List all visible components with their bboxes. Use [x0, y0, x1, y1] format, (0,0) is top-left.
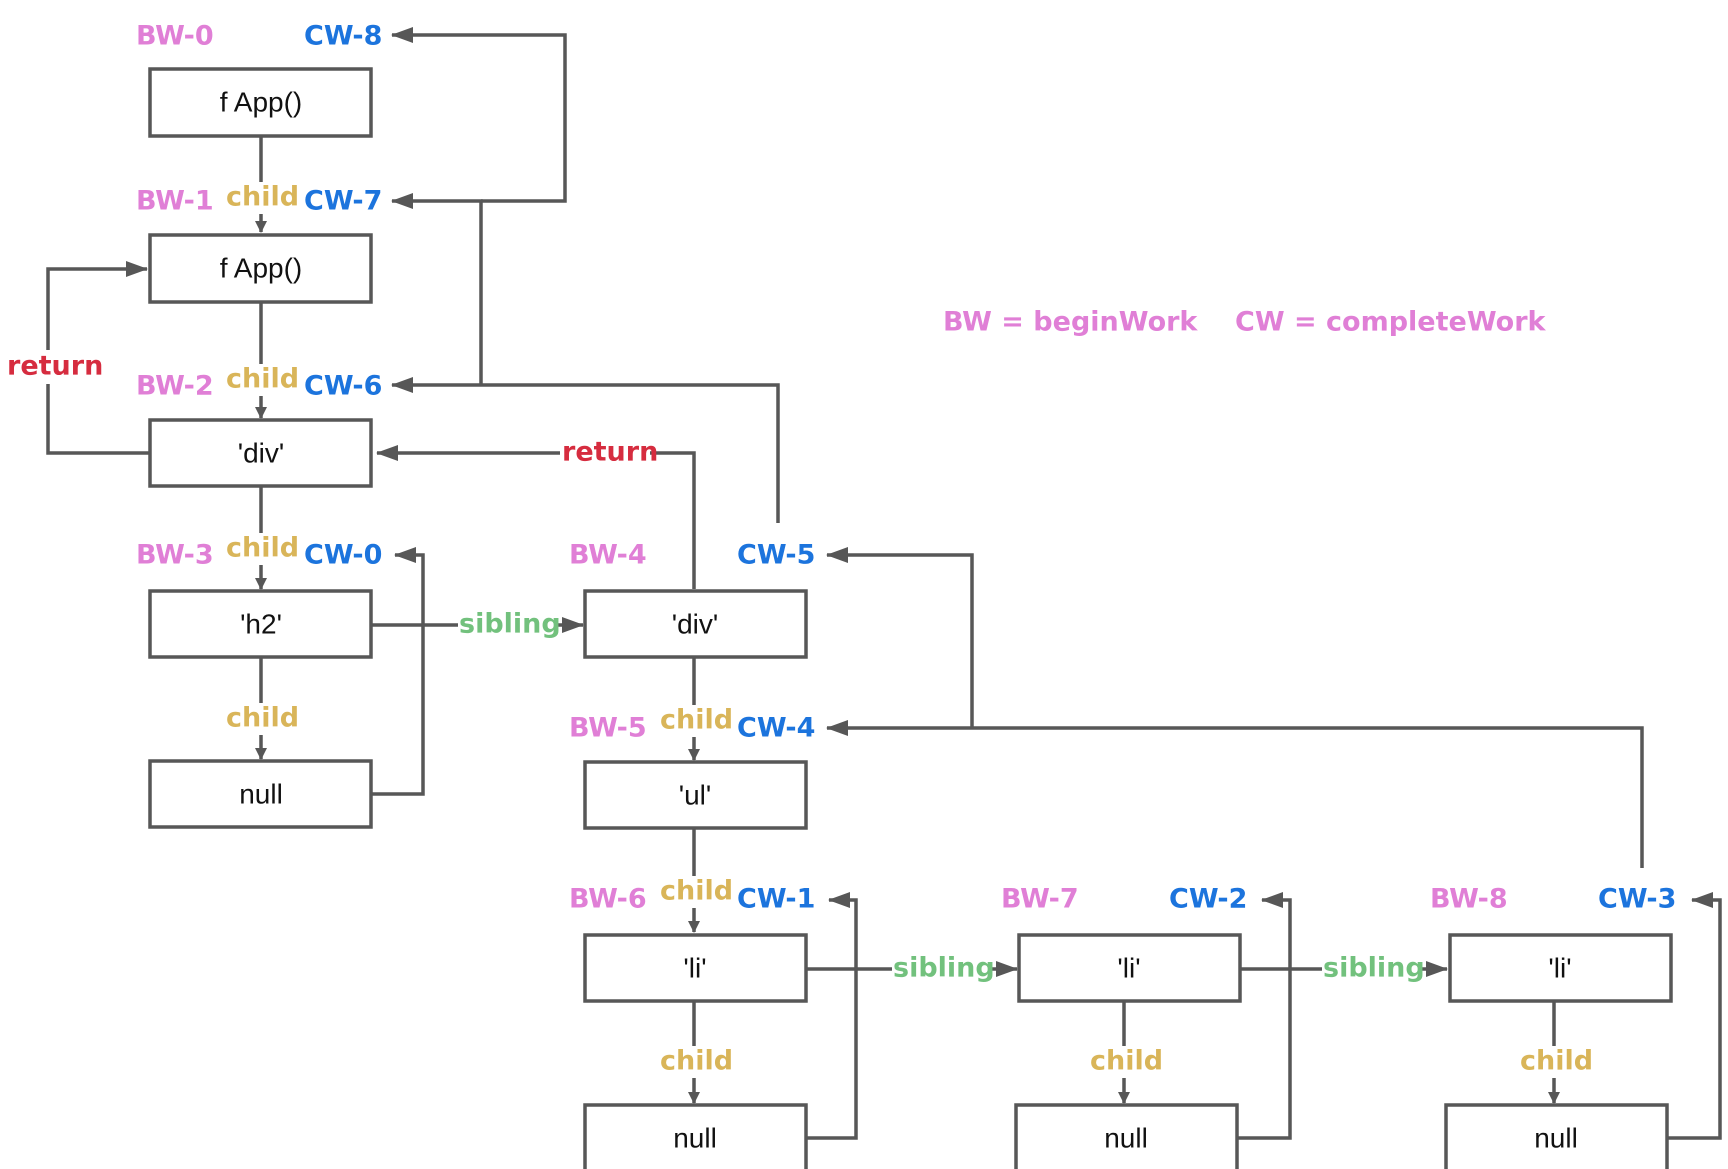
- bw-label-5: BW-5: [569, 713, 647, 744]
- cw-edge-cw5-to-cw6: [391, 377, 780, 523]
- sibling-label-h2-div: sibling: [459, 609, 561, 640]
- cw-label-5: CW-5: [737, 540, 815, 571]
- nodes: f App() f App() 'div' 'h2' null 'div' 'u…: [148, 67, 1673, 1169]
- legend: BW = beginWork CW = completeWork: [943, 307, 1547, 338]
- cw-label-8: CW-8: [304, 21, 382, 52]
- return-label-mid: return: [562, 437, 658, 468]
- sibling-label-li2-li3: sibling: [1323, 953, 1425, 984]
- cw-label-4: CW-4: [737, 713, 815, 744]
- edge-labels: child child child child child child chil…: [7, 182, 1593, 1077]
- node-li-3-null: null: [1444, 1103, 1669, 1169]
- node-h2: 'h2': [148, 589, 373, 659]
- node-div-root-label: 'div': [238, 437, 284, 468]
- cw-edge-cw6-to-cw7: [391, 193, 483, 385]
- bw-label-0: BW-0: [136, 21, 214, 52]
- complete-work-labels: CW-0 CW-1 CW-2 CW-3 CW-4 CW-5 CW-6 CW-7 …: [304, 21, 1676, 915]
- cw-edge-li3null-to-cw3: [1666, 892, 1722, 1140]
- node-div-inner: 'div': [583, 589, 808, 659]
- bw-label-1: BW-1: [136, 186, 214, 217]
- cw-label-7: CW-7: [304, 186, 382, 217]
- label-backgrounds: [6, 182, 1594, 1078]
- node-li-2-null-label: null: [1104, 1122, 1148, 1153]
- sibling-label-li1-li2: sibling: [893, 953, 995, 984]
- node-li-3-null-label: null: [1534, 1122, 1578, 1153]
- node-li-1-label: 'li': [683, 952, 706, 983]
- legend-complete-work: CW = completeWork: [1235, 307, 1547, 338]
- child-label-li2-null: child: [1090, 1046, 1163, 1077]
- bw-label-2: BW-2: [136, 371, 214, 402]
- node-h2-label: 'h2': [240, 608, 282, 639]
- child-label-li1-null: child: [660, 1046, 733, 1077]
- node-li-3: 'li': [1448, 933, 1673, 1003]
- node-ul-label: 'ul': [679, 779, 711, 810]
- child-label-app-app: child: [226, 182, 299, 213]
- child-label-div-ul: child: [660, 705, 733, 736]
- begin-work-labels: BW-0 BW-1 BW-2 BW-3 BW-4 BW-5 BW-6 BW-7 …: [136, 21, 1508, 915]
- return-edge-div-to-root-div: [376, 445, 696, 589]
- cw-label-3: CW-3: [1598, 884, 1676, 915]
- cw-edge-li2null-to-cw2: [1236, 892, 1292, 1140]
- bw-label-6: BW-6: [569, 884, 647, 915]
- node-li-1-null-label: null: [673, 1122, 717, 1153]
- cw-label-6: CW-6: [304, 371, 382, 402]
- node-app-inner-label: f App(): [220, 252, 302, 283]
- node-app-inner: f App(): [148, 233, 373, 304]
- node-li-2-null: null: [1014, 1103, 1239, 1169]
- bw-label-3: BW-3: [136, 540, 214, 571]
- cw-label-0: CW-0: [304, 540, 382, 571]
- bw-label-8: BW-8: [1430, 884, 1508, 915]
- node-li-2-label: 'li': [1117, 952, 1140, 983]
- child-label-li3-null: child: [1520, 1046, 1593, 1077]
- node-ul: 'ul': [583, 760, 808, 830]
- bw-label-4: BW-4: [569, 540, 647, 571]
- node-li-2: 'li': [1017, 933, 1242, 1003]
- node-h2-null: null: [148, 759, 373, 829]
- cw-edge-cw4-to-cw5: [826, 547, 974, 728]
- node-app-outer-label: f App(): [220, 86, 302, 117]
- cw-edge-h2null-to-cw0: [372, 547, 425, 796]
- child-label-div-h2: child: [226, 533, 299, 564]
- child-label-ul-li: child: [660, 876, 733, 907]
- cw-edge-cw3-to-cw4: [826, 720, 1644, 868]
- node-h2-null-label: null: [239, 778, 283, 809]
- child-label-h2-null: child: [226, 703, 299, 734]
- cw-label-1: CW-1: [737, 884, 815, 915]
- cw-edge-cw7-to-cw8: [391, 27, 567, 203]
- node-app-outer: f App(): [148, 67, 373, 138]
- node-li-1-null: null: [583, 1103, 808, 1169]
- node-li-3-label: 'li': [1548, 952, 1571, 983]
- legend-begin-work: BW = beginWork: [943, 307, 1198, 338]
- node-div-inner-label: 'div': [672, 608, 718, 639]
- child-label-app-div: child: [226, 364, 299, 395]
- cw-label-2: CW-2: [1169, 884, 1247, 915]
- bw-label-7: BW-7: [1001, 884, 1079, 915]
- return-label-left: return: [7, 351, 103, 382]
- node-div-root: 'div': [148, 418, 373, 488]
- cw-edge-li1null-to-cw1: [806, 892, 858, 1140]
- node-li-1: 'li': [583, 933, 808, 1003]
